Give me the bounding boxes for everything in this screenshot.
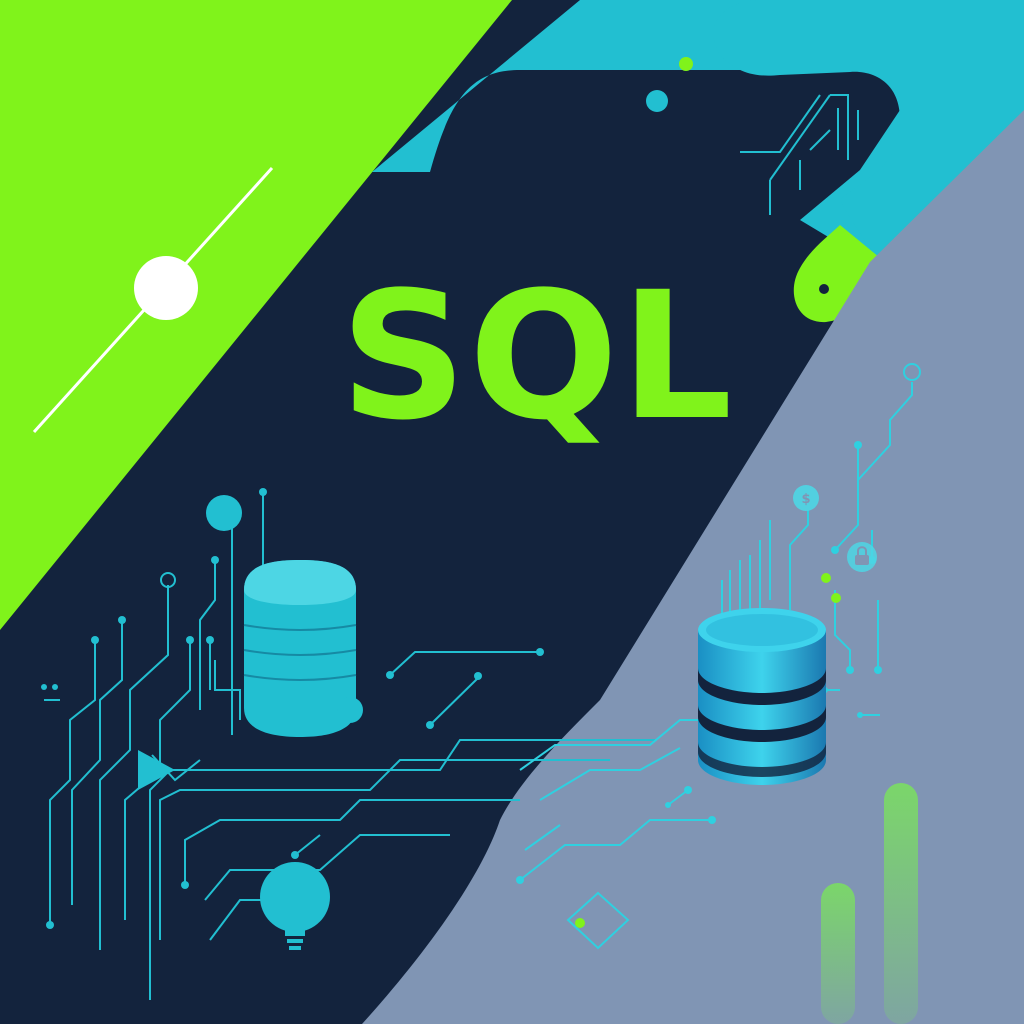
database-cylinder-icon <box>698 608 826 785</box>
green-bar <box>821 883 855 1024</box>
upper-circuit <box>740 94 859 215</box>
big-node <box>206 495 242 531</box>
sql-title: SQL <box>340 254 735 459</box>
decor-dot <box>679 57 693 71</box>
left-circuit <box>44 495 655 1000</box>
lime-band <box>0 0 512 630</box>
svg-text:$: $ <box>801 492 810 507</box>
dollar-coin-icon: $ <box>793 485 819 511</box>
triangle-node <box>138 750 175 790</box>
decor-dot <box>646 90 668 112</box>
green-dot <box>831 593 841 603</box>
left-circuit-nodes <box>41 488 544 929</box>
green-dot <box>821 573 831 583</box>
padlock-icon <box>847 542 877 572</box>
green-bar <box>884 783 918 1024</box>
hook-hole <box>819 284 829 294</box>
slate-region <box>362 110 1024 1024</box>
lightbulb-icon <box>260 862 330 950</box>
ring-node <box>903 363 921 381</box>
server-node <box>337 697 363 723</box>
slider-knob-icon <box>134 256 198 320</box>
ring-node <box>160 572 176 588</box>
rhombus-icon <box>566 891 630 950</box>
server-stack-icon <box>243 560 357 737</box>
